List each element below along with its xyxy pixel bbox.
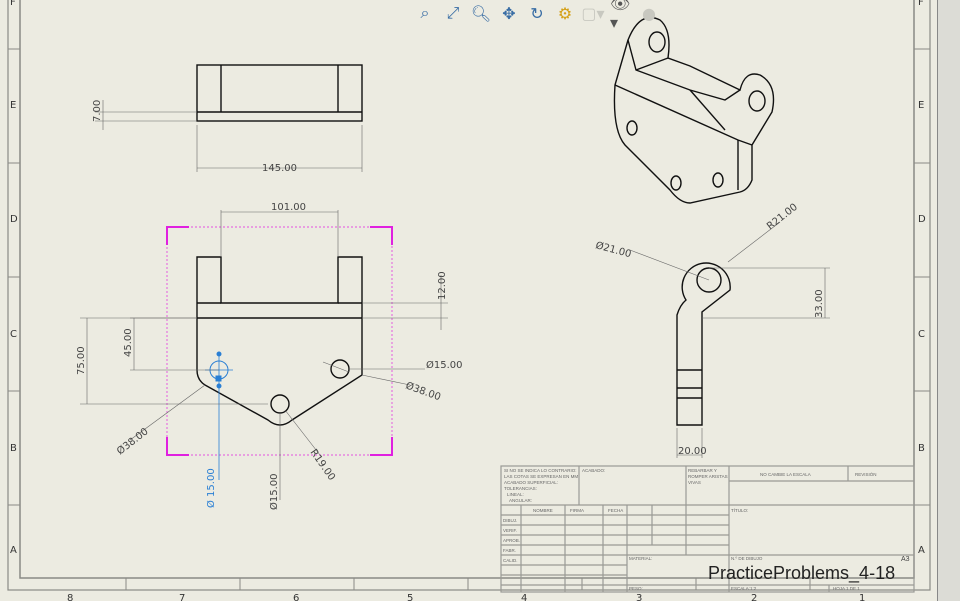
tb-note: SI NO SE INDICA LO CONTRARIO: [504, 468, 577, 473]
sheet-border [7, 0, 931, 591]
top-view[interactable] [196, 64, 363, 122]
zone-row-label: B [918, 443, 925, 454]
sheet-size: A3 [901, 556, 910, 563]
tb-material: MATERIAL: [629, 556, 652, 561]
appearance-icon[interactable]: ● [642, 3, 656, 23]
dim-top-width[interactable]: 145.00 [262, 163, 297, 174]
dim-hole-dia-left[interactable]: Ø 15.00 [205, 468, 217, 508]
side-view[interactable] [676, 262, 731, 426]
tb-weight: PESO: [629, 586, 643, 591]
isometric-view[interactable] [613, 16, 775, 204]
dim-top-height[interactable]: 7.00 [92, 100, 103, 122]
front-view-dimensions [80, 210, 448, 500]
tb-role: CALID. [503, 558, 518, 563]
tb-revision: REVISIÓN [855, 471, 877, 477]
dim-side-thickness[interactable]: 20.00 [678, 446, 707, 457]
dim-hole-offset[interactable]: 45.00 [123, 328, 134, 357]
zone-row-label: A [10, 545, 17, 556]
dim-side-hole-dia[interactable]: Ø21.00 [594, 239, 632, 260]
zoom-to-fit-icon[interactable]: ⌕ [420, 3, 430, 22]
zone-row-label: C [10, 329, 17, 340]
tb-header: FECHA [608, 508, 623, 513]
display-style-icon[interactable]: ⚙ [557, 3, 573, 23]
zone-col-label: 6 [293, 593, 299, 601]
zone-row-label: A [918, 545, 925, 556]
tb-note: LAS COTAS SE EXPRESAN EN MM [504, 474, 578, 479]
zone-row-label: D [10, 214, 18, 225]
dim-radius-left[interactable]: Ø38.00 [114, 425, 150, 457]
zone-col-label: 5 [407, 593, 413, 601]
dim-radius-right[interactable]: Ø38.00 [404, 380, 442, 404]
zone-col-label: 7 [179, 593, 185, 601]
tb-drawing-no: N.º DE DIBUJO [731, 556, 763, 561]
dim-overall-height[interactable]: 75.00 [76, 346, 87, 375]
drawing-title: PracticeProblems_4-18 [708, 563, 896, 583]
selection-box [166, 226, 393, 456]
title-block-text: SI NO SE INDICA LO CONTRARIO: LAS COTAS … [503, 468, 877, 591]
tb-title-label: TÍTULO: [731, 507, 748, 513]
tb-note: ACABADO SUPERFICIAL: [504, 480, 558, 485]
tb-scale: ESCALA:1:2 [731, 586, 757, 591]
right-panel-edge [937, 0, 960, 601]
zone-row-label: E [918, 100, 924, 111]
dim-hole-dia-center[interactable]: Ø15.00 [268, 474, 280, 511]
tb-deburr: REBARBAR Y [688, 468, 717, 473]
zone-row-label: F [918, 0, 924, 8]
tb-sheet: HOJA 1 DE 1 [833, 586, 860, 591]
front-view[interactable] [196, 256, 363, 426]
tb-note: TOLERANCIAS: [504, 486, 537, 491]
tb-header: NOMBRE [533, 508, 553, 513]
zone-row-label: E [10, 100, 16, 111]
dim-slot-width[interactable]: 101.00 [271, 202, 306, 213]
zoom-in-out-icon[interactable]: 🔍︎ [470, 3, 492, 23]
tb-role: VERIF. [503, 528, 517, 533]
dim-hole-dia-right[interactable]: Ø15.00 [426, 359, 463, 371]
dim-fillet-center[interactable]: R19.00 [308, 447, 337, 482]
zone-col-label: 4 [521, 593, 527, 601]
title-block [500, 465, 915, 593]
tb-header: FIRMA [570, 508, 584, 513]
tb-finish: ACABADO: [582, 468, 605, 473]
tb-deburr: ROMPER ARISTAS [688, 474, 728, 479]
zone-labels: F E D C B A F E D C B A 8 7 6 5 4 3 2 1 [10, 0, 926, 601]
zone-col-label: 8 [67, 593, 73, 601]
heads-up-view-toolbar: ⌕ ⤢ 🔍︎ ✥ ↻ ⚙ ▢▾ 👁︎▾ ● [414, 0, 660, 32]
dim-side-radius[interactable]: R21.00 [765, 202, 800, 233]
tb-no-scale: NO CAMBIE LA ESCALA [760, 472, 811, 477]
dim-tab-height[interactable]: 12.00 [437, 271, 448, 300]
tb-note: ANGULAR: [509, 498, 532, 503]
tb-note: LINEAL: [507, 492, 524, 497]
rotate-icon[interactable]: ↻ [530, 3, 544, 23]
tb-role: DIBUJ. [503, 518, 517, 523]
view-orientation-icon[interactable]: ▢▾ [581, 3, 605, 23]
hide-show-icon[interactable]: 👁︎▾ [610, 0, 631, 32]
tb-deburr: VIVAS [688, 480, 701, 485]
tb-role: APROB. [503, 538, 520, 543]
side-view-dimensions [629, 221, 830, 458]
zone-col-label: 2 [751, 593, 757, 601]
tb-role: FABR. [503, 548, 516, 553]
top-view-dimensions [95, 100, 363, 172]
zone-row-label: B [10, 443, 17, 454]
zone-row-label: F [10, 0, 16, 8]
zone-row-label: D [918, 214, 926, 225]
dim-side-height[interactable]: 33.00 [814, 289, 825, 318]
zoom-to-area-icon[interactable]: ⤢ [446, 3, 460, 22]
selected-hole[interactable] [205, 351, 233, 480]
zone-col-label: 1 [859, 593, 865, 601]
pan-icon[interactable]: ✥ [502, 3, 516, 23]
zone-row-label: C [918, 329, 925, 340]
zone-col-label: 3 [636, 593, 642, 601]
